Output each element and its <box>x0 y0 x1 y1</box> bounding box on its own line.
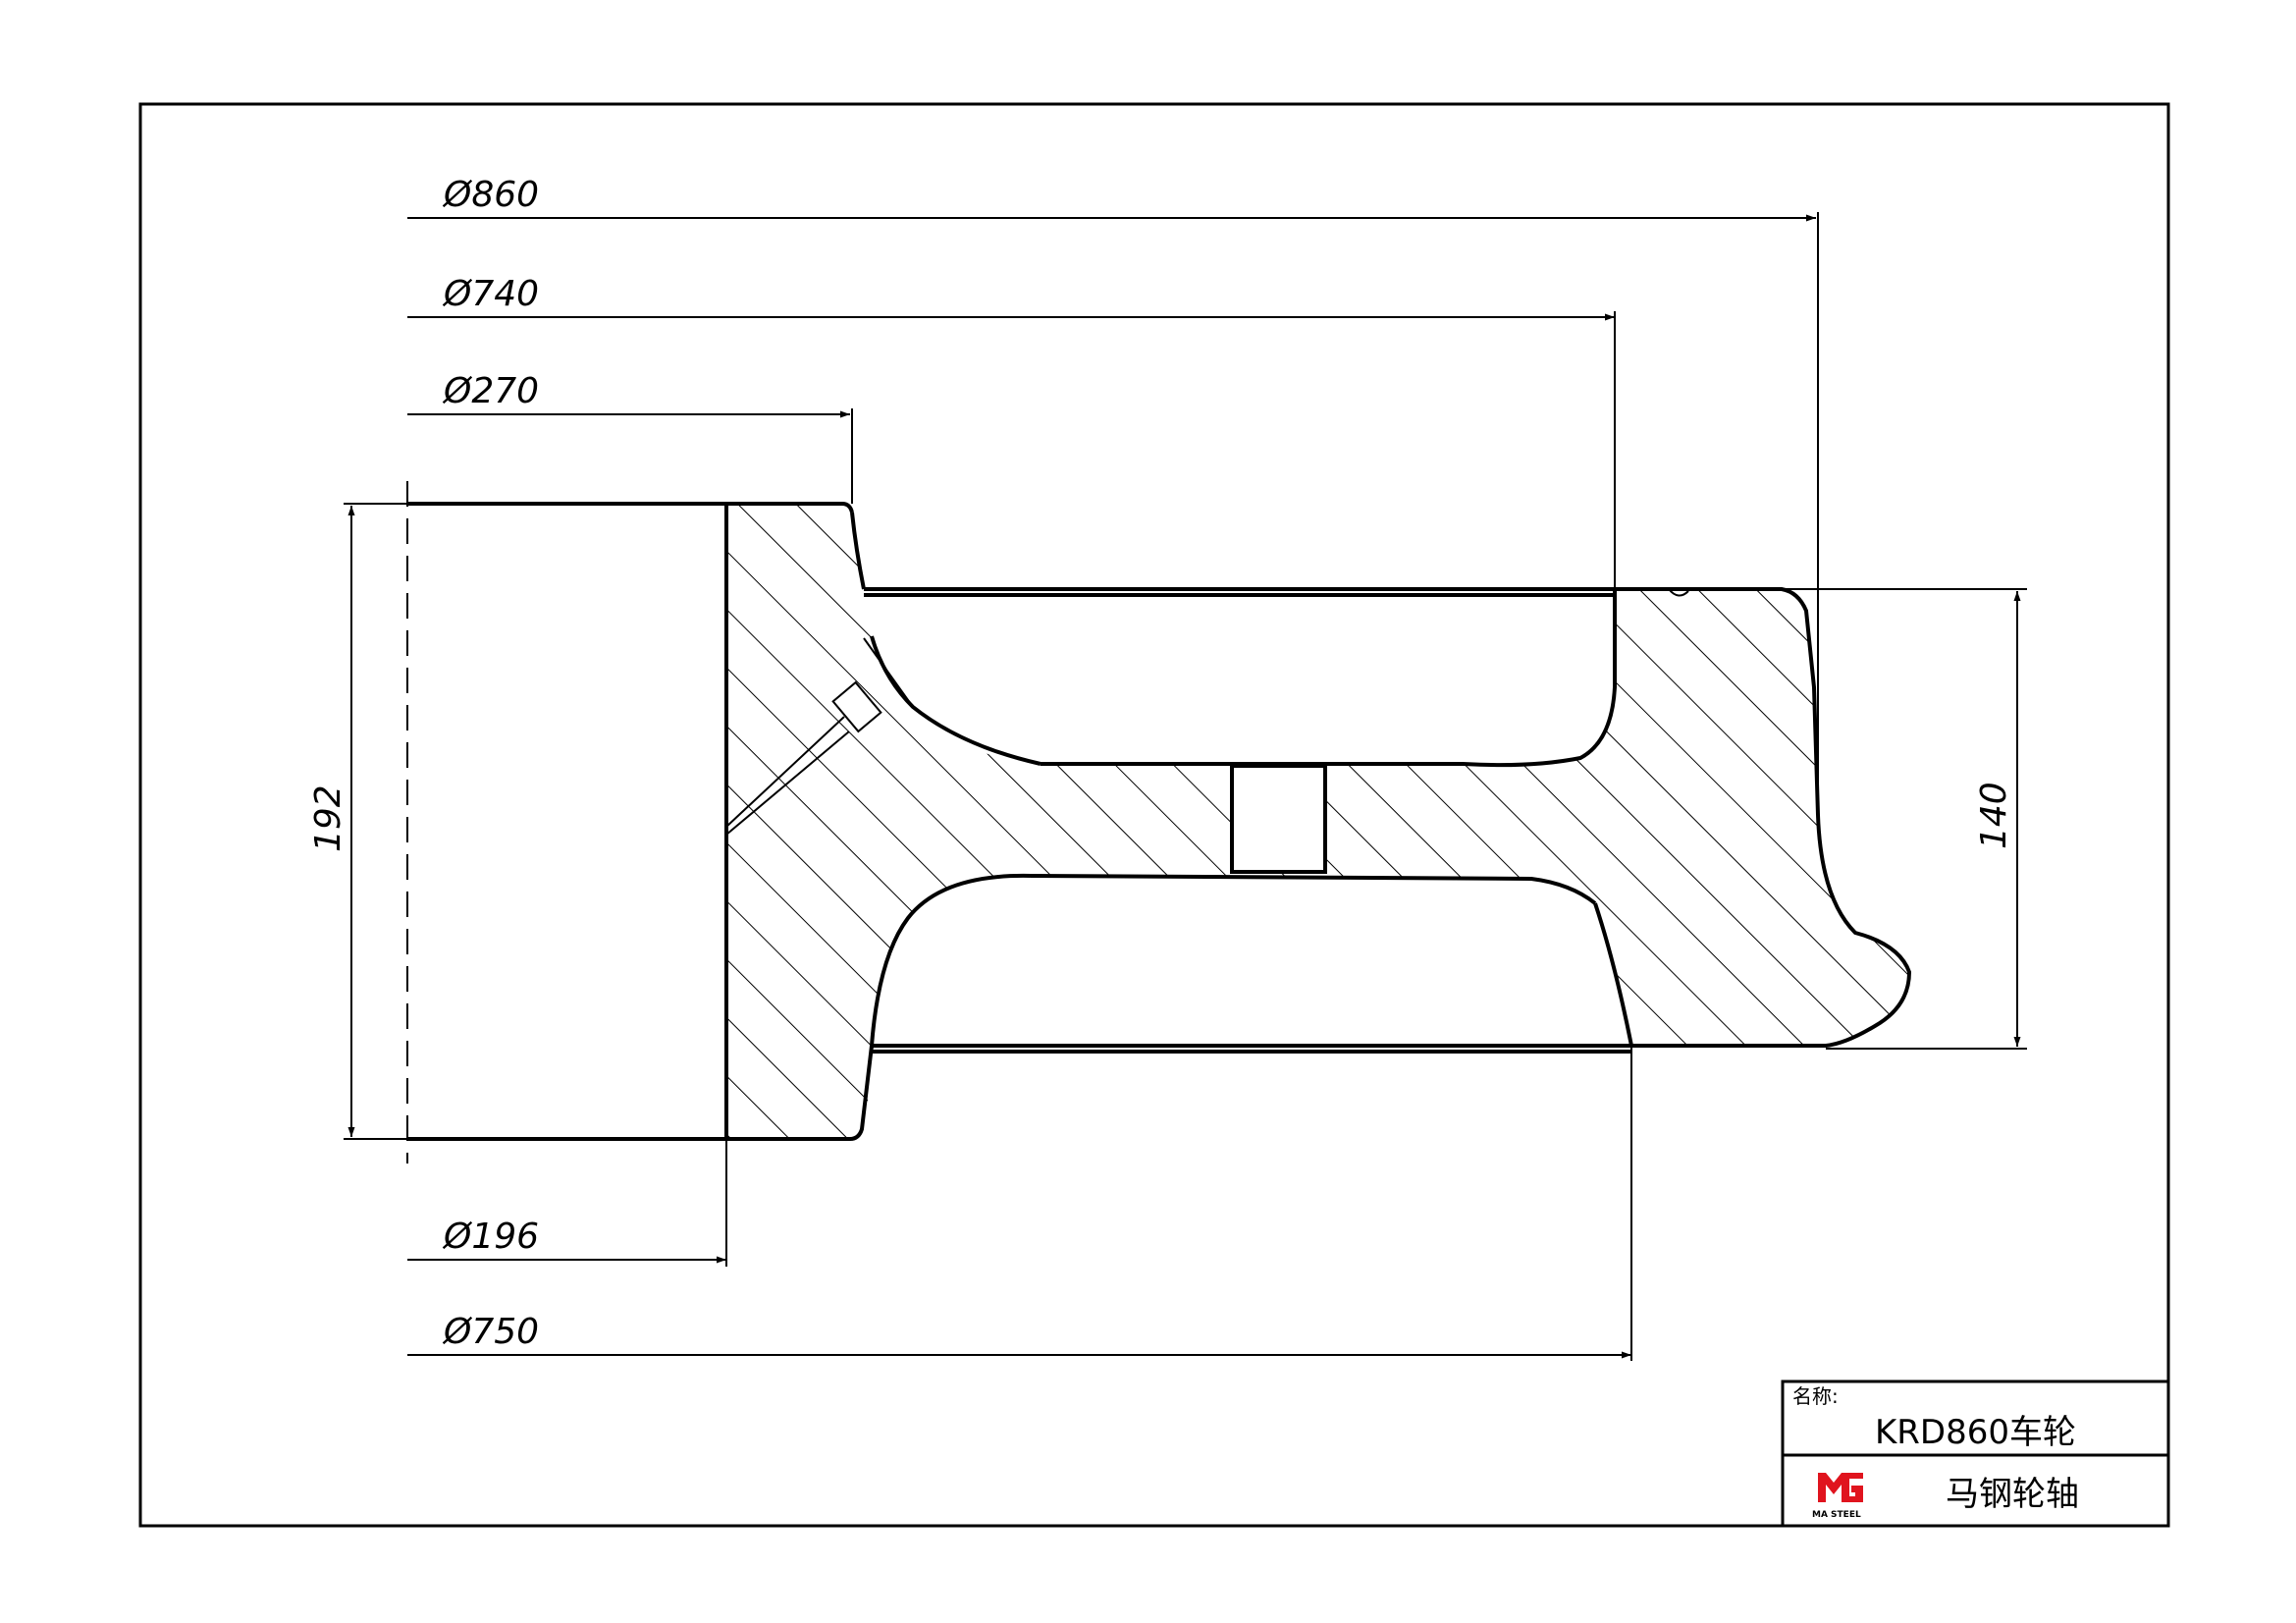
web-hole <box>1230 764 1327 874</box>
name-label: 名称: <box>1792 1384 1839 1408</box>
company-name: 马钢轮轴 <box>1946 1475 2079 1514</box>
part-name: KRD860车轮 <box>1875 1413 2076 1452</box>
dim-d750-label: Ø750 <box>442 1312 539 1352</box>
dimension-lines: Ø860 Ø740 Ø270 Ø196 Ø750 192 140 <box>308 175 2027 1361</box>
dim-140-label: 140 <box>1974 782 2014 849</box>
logo-text: MA STEEL <box>1812 1510 1861 1520</box>
dim-192-label: 192 <box>308 784 348 852</box>
dim-d196-label: Ø196 <box>442 1217 539 1257</box>
wheel-cross-section <box>407 502 1911 1141</box>
dim-d270-label: Ø270 <box>442 371 539 411</box>
drawing-frame <box>138 102 2170 1528</box>
dim-d860-label: Ø860 <box>442 175 539 215</box>
title-block: 名称: KRD860车轮 MA STEEL 马钢轮轴 <box>1781 1380 2170 1528</box>
dim-d740-label: Ø740 <box>442 274 539 314</box>
masteel-logo: MA STEEL <box>1812 1473 1863 1520</box>
